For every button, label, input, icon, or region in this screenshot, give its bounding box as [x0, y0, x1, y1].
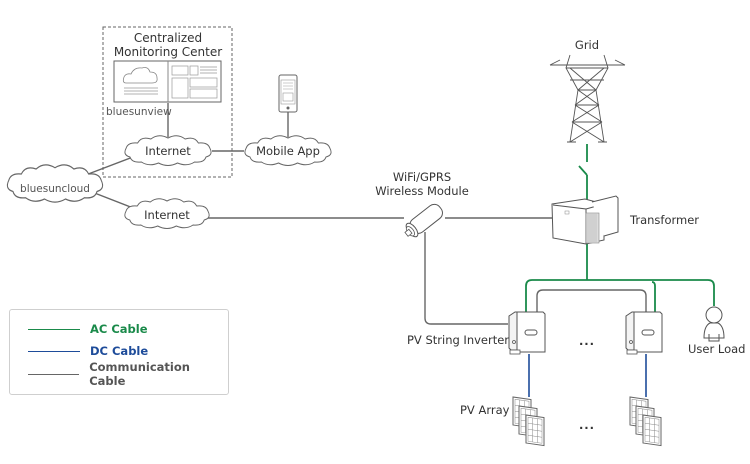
cable-module-inverter [424, 232, 508, 325]
ac-busbar [525, 279, 715, 312]
cable-cloud-internet-bottom [91, 191, 134, 209]
inverter-2-icon [625, 311, 663, 355]
communication-cables [82, 103, 647, 325]
monitor-screen-icon [113, 60, 222, 103]
monitoring-center-title-2: Monitoring Center [113, 45, 223, 59]
monitoring-center-box [102, 26, 233, 178]
grid-tower-icon [549, 54, 626, 143]
pv-array-ellipsis: ... [578, 418, 596, 432]
user-load-icon [703, 306, 725, 342]
cable-inverter-inverter [536, 289, 647, 312]
mobile-app-label: Mobile App [256, 144, 320, 158]
legend-item-ac: AC Cable [28, 321, 148, 337]
pv-array-2-icon [629, 396, 662, 447]
ac-switch [578, 165, 588, 176]
wireless-module-icon [404, 203, 443, 238]
inverter-label: PV String Inverter [407, 333, 510, 347]
mobile-phone-icon [278, 74, 298, 113]
pv-array-1-icon [512, 396, 545, 447]
pv-array-label: PV Array [460, 403, 510, 417]
dc-cables [528, 354, 647, 397]
cable-cloud-internet-top [82, 156, 134, 177]
grid-label: Grid [574, 38, 600, 52]
user-load-label: User Load [688, 342, 746, 356]
bluesuncloud-label: bluesuncloud [20, 183, 90, 195]
legend-line-ac [28, 328, 80, 330]
internet-top-label: Internet [145, 144, 191, 158]
inverter-1-icon [508, 311, 546, 355]
wireless-module-label-2: Wireless Module [375, 184, 469, 198]
legend: AC Cable DC Cable Communication Cable [9, 309, 229, 395]
legend-label-dc: DC Cable [90, 344, 149, 358]
ac-cable-inverter-2 [651, 281, 656, 312]
legend-item-communication: Communication Cable [28, 360, 228, 388]
transformer-label: Transformer [630, 213, 700, 227]
wireless-module-label-1: WiFi/GPRS [392, 170, 452, 184]
legend-item-dc: DC Cable [28, 343, 148, 359]
monitoring-center-title-1: Centralized [133, 31, 203, 45]
legend-label-communication: Communication Cable [89, 360, 190, 388]
transformer-icon [551, 195, 619, 245]
legend-line-communication [28, 373, 80, 375]
bluesunview-label: bluesunview [106, 106, 172, 118]
legend-label-ac: AC Cable [90, 322, 148, 336]
internet-bottom-label: Internet [144, 208, 190, 222]
inverter-ellipsis: ... [578, 334, 596, 348]
legend-line-dc [28, 350, 80, 352]
